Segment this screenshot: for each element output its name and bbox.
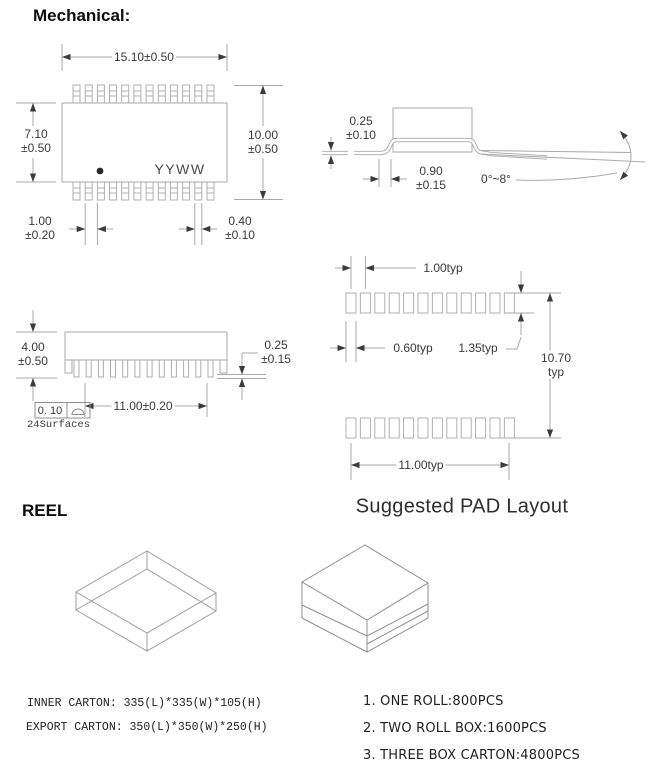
dim-standoff: 0.25 ±0.15 (259, 337, 293, 367)
dim-lead-thickness: 0.25 ±0.10 (344, 113, 378, 143)
coplanarity-note: 24Surfaces (27, 419, 91, 431)
dim-body-height-left: 7.10 ±0.50 (19, 126, 53, 156)
flatness-symbol-icon (71, 408, 85, 415)
dim-pin-width: 0.40 ±0.10 (223, 213, 257, 243)
dim-foot-length: 0.90 ±0.15 (414, 163, 448, 193)
dim-side-height: 4.00 ±0.50 (16, 339, 50, 369)
top-pins-row (72, 84, 215, 104)
coplanarity-frame (34, 402, 91, 419)
detail-body (392, 107, 473, 153)
dim-overall-height-right: 10.00 ±0.50 (245, 127, 281, 157)
inner-carton-spec: INNER CARTON: 335(L)*335(W)*105(H) (27, 697, 262, 710)
package-body-top-view (61, 102, 228, 183)
dim-pad-pitch: 1.00typ (421, 260, 465, 276)
dim-pad-length: 1.35typ (456, 340, 500, 356)
dim-pad-width: 0.60typ (391, 340, 435, 356)
packing-item-three-box-carton: 3. THREE BOX CARTON:4800PCS (363, 748, 580, 763)
side-leads-row (73, 359, 214, 378)
pad-layout-drawing (330, 256, 561, 480)
package-body-side-view (64, 331, 228, 361)
date-code-marking: YYWW (154, 161, 206, 177)
carton-box (301, 544, 429, 653)
dim-pin-pitch: 1.00 ±0.20 (23, 213, 57, 243)
pad-row-bottom (345, 417, 515, 439)
pad-row-top (345, 292, 515, 314)
packing-item-one-roll: 1. ONE ROLL:800PCS (363, 694, 504, 709)
dim-lead-angle: 0°~8° (479, 171, 513, 187)
pin1-dot (96, 167, 104, 175)
dim-lead-span: 11.00±0.20 (111, 398, 175, 414)
side-view-drawing (16, 310, 266, 419)
export-carton-spec: EXPORT CARTON: 350(L)*350(W)*250(H) (26, 721, 268, 734)
top-view-drawing (16, 44, 283, 245)
dim-body-width: 15.10±0.50 (112, 49, 176, 65)
page-title: Mechanical: (33, 6, 131, 25)
dim-pad-row-gap: 10.70 typ (538, 350, 574, 380)
packing-item-two-roll-box: 2. TWO ROLL BOX:1600PCS (363, 721, 547, 736)
lead-detail-drawing (322, 107, 646, 187)
coplanarity-value: 0. 10 (37, 404, 63, 417)
reel-tray-box (75, 550, 217, 652)
reel-heading: REEL (22, 501, 68, 520)
pad-layout-caption: Suggested PAD Layout (355, 495, 569, 518)
bottom-pins-row (72, 181, 215, 201)
dim-pad-row-width: 11.00typ (396, 457, 446, 473)
